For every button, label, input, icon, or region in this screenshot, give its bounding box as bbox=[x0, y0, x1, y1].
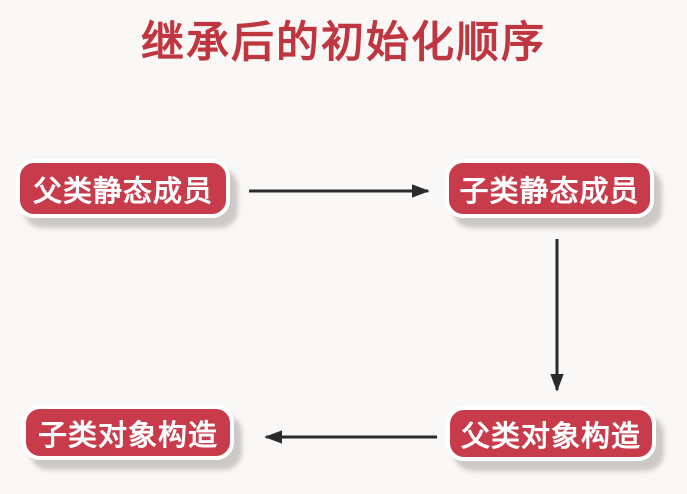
node-label: 子类对象构造 bbox=[37, 419, 218, 452]
page-title: 继承后的初始化顺序 bbox=[141, 19, 546, 67]
node-label: 父类对象构造 bbox=[460, 420, 641, 453]
node-label: 父类静态成员 bbox=[32, 175, 213, 208]
node-parent-object-construct: 父类对象构造 bbox=[446, 406, 656, 461]
node-child-object-construct: 子类对象构造 bbox=[22, 405, 234, 460]
node-parent-static-members: 父类静态成员 bbox=[16, 159, 230, 218]
node-label: 子类静态成员 bbox=[459, 175, 640, 208]
node-child-static-members: 子类静态成员 bbox=[445, 159, 654, 218]
